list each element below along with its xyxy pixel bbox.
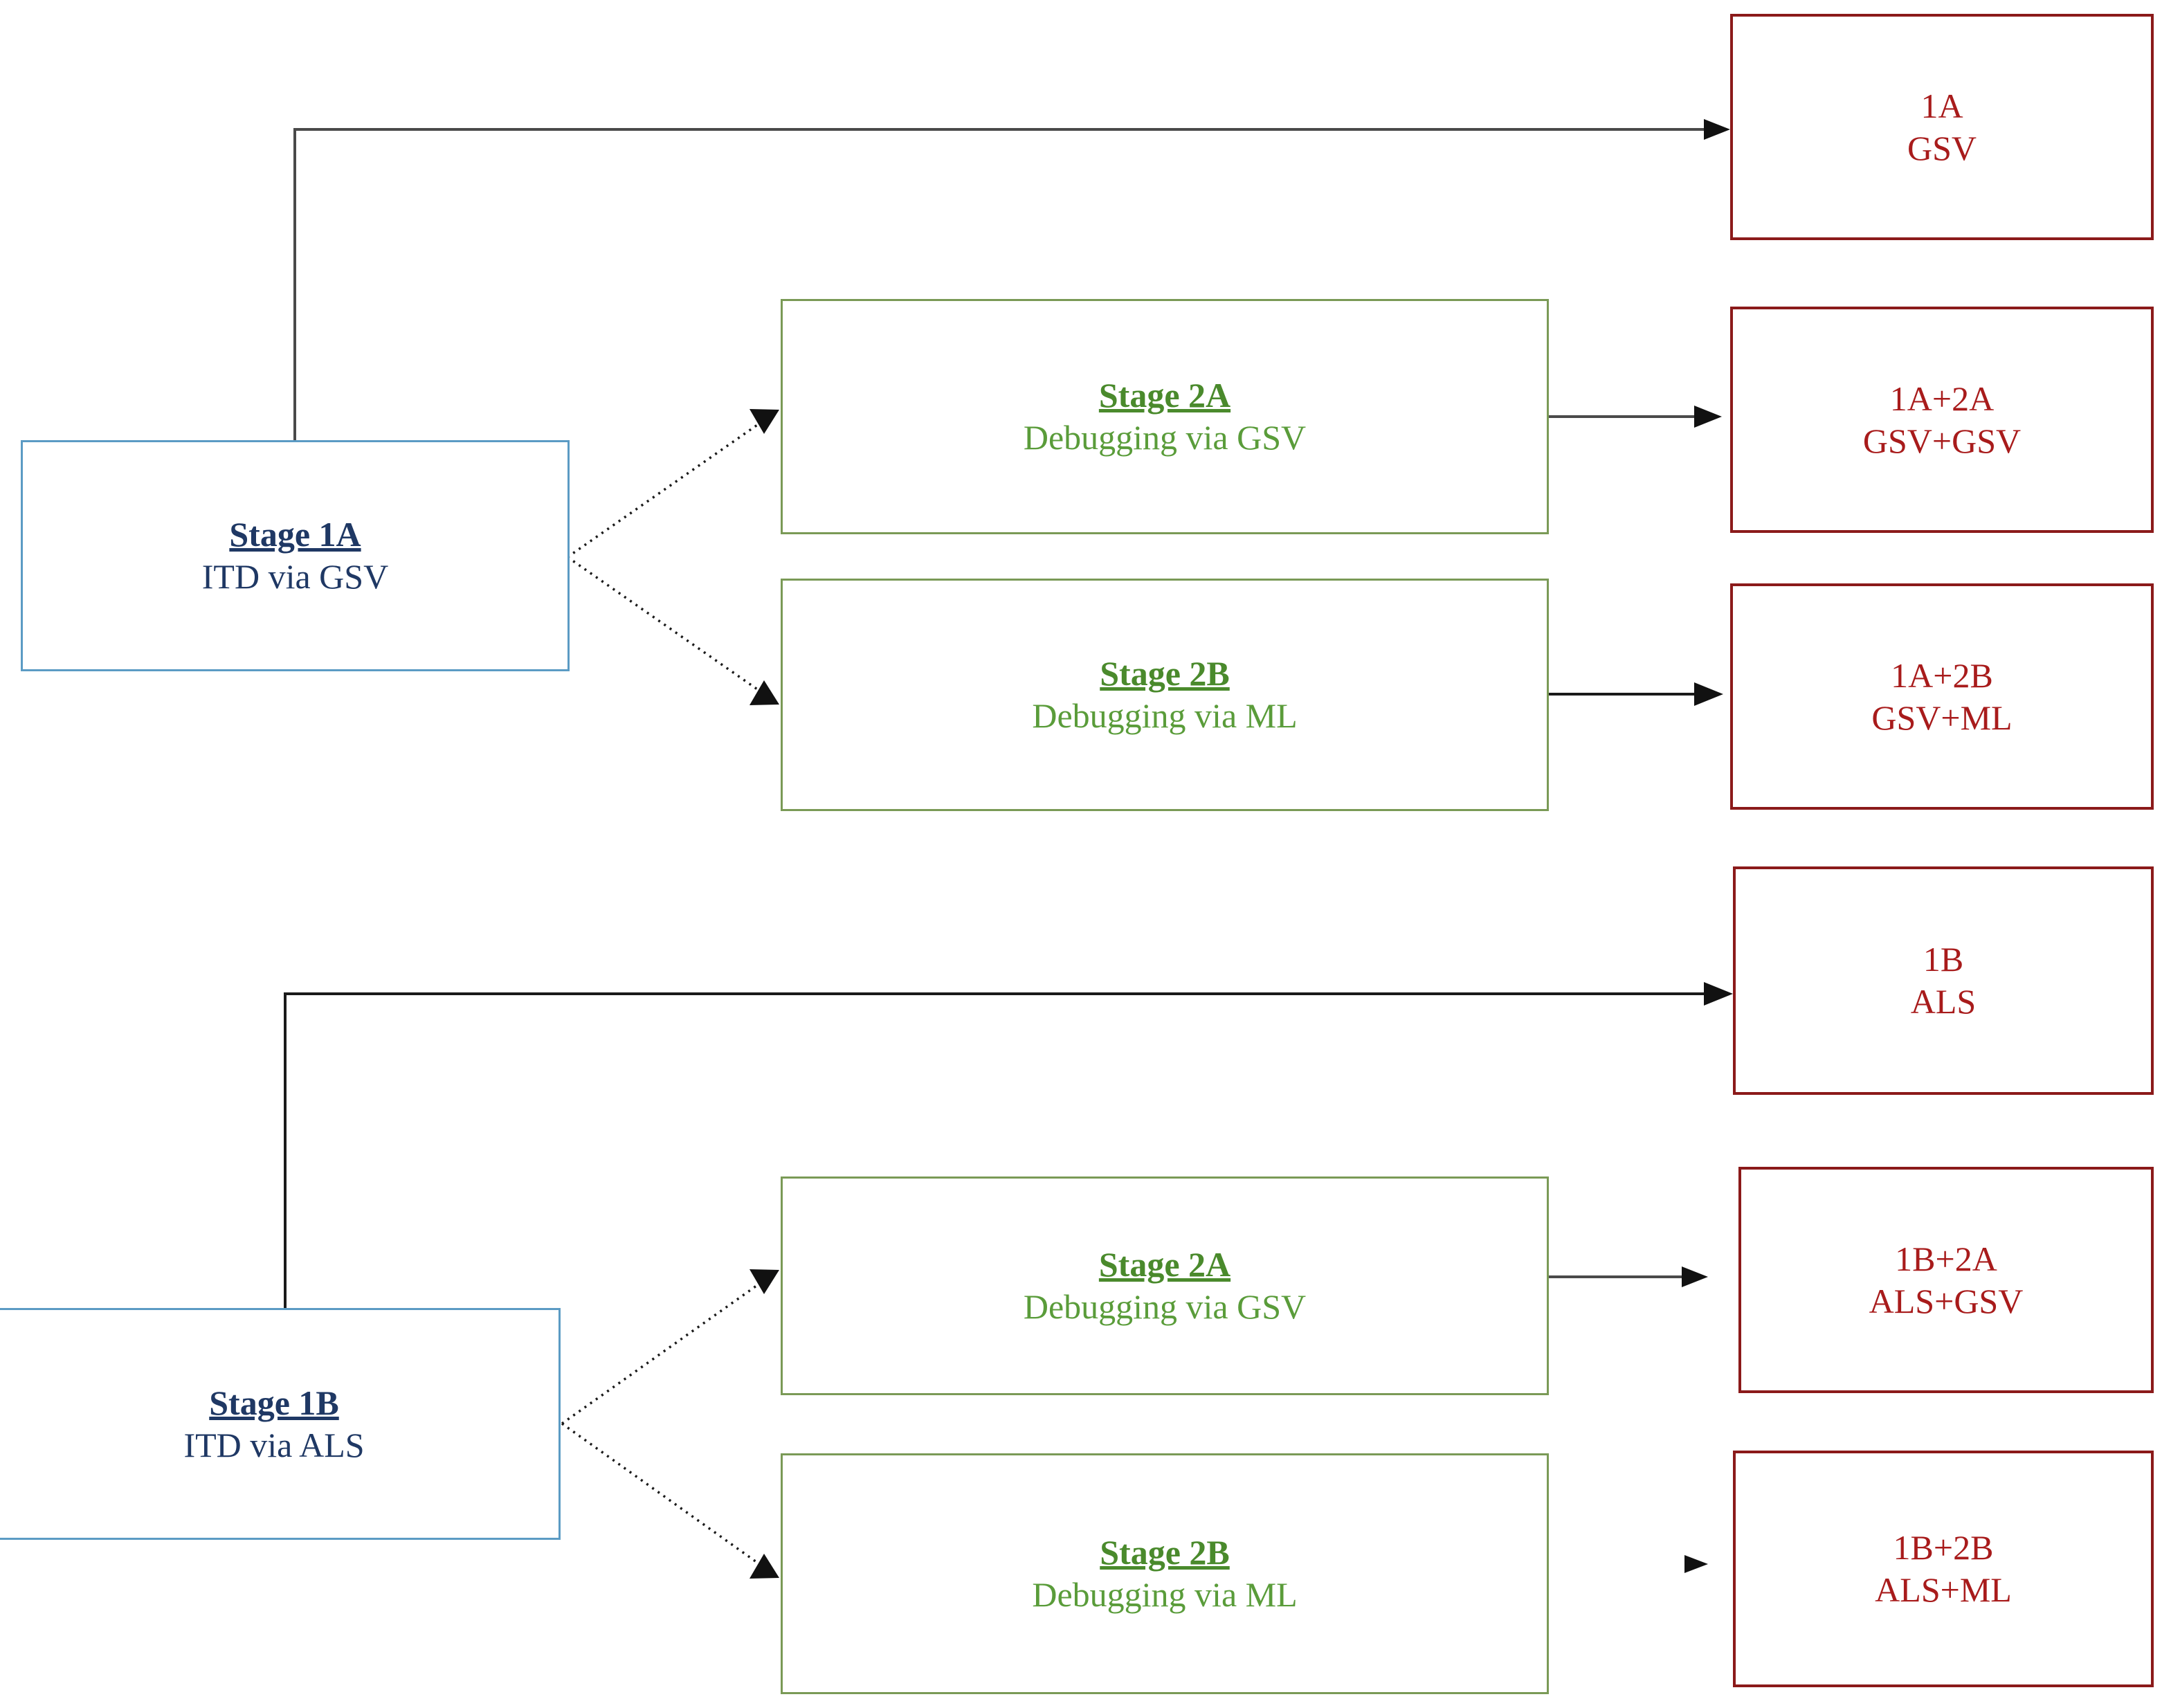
arrow-head-1a2a: [1694, 406, 1722, 428]
outcome-node-1a-2b[interactable]: 1A+2B GSV+ML: [1730, 583, 2154, 810]
stage-2a-top-title: Stage 2A: [1098, 376, 1231, 415]
outcome-1b-2a-line1: 1B+2A: [1895, 1239, 1997, 1278]
debug-node-stage-2a-bottom[interactable]: Stage 2A Debugging via GSV: [781, 1176, 1549, 1395]
outcome-1b-2b-line2: ALS+ML: [1875, 1570, 2012, 1609]
stage-1a-subtitle: ITD via GSV: [201, 557, 389, 596]
outcome-1b-2a-line2: ALS+GSV: [1869, 1281, 2024, 1320]
outcome-1b-line1: 1B: [1923, 940, 1964, 979]
stage-2a-top-subtitle: Debugging via GSV: [1023, 418, 1307, 457]
debug-node-stage-2b-top[interactable]: Stage 2B Debugging via ML: [781, 579, 1549, 811]
debug-node-stage-2a-top[interactable]: Stage 2A Debugging via GSV: [781, 299, 1549, 534]
stage-2b-bottom-subtitle: Debugging via ML: [1032, 1575, 1298, 1614]
arrow-head-stage2b-top: [750, 680, 779, 705]
arrow-head-stage2a-top: [750, 409, 779, 434]
debug-node-stage-2b-bottom[interactable]: Stage 2B Debugging via ML: [781, 1453, 1549, 1694]
outcome-node-1a-2a[interactable]: 1A+2A GSV+GSV: [1730, 307, 2154, 533]
stage-2b-top-subtitle: Debugging via ML: [1032, 696, 1298, 735]
arrow-head-1b2a: [1682, 1266, 1708, 1287]
stage-1b-title: Stage 1B: [209, 1383, 339, 1422]
outcome-node-1b[interactable]: 1B ALS: [1733, 866, 2154, 1095]
arrow-head-1a2b: [1694, 682, 1723, 706]
outcome-1b-2b-line1: 1B+2B: [1893, 1528, 1994, 1567]
wire-stage1a-to-stage2b: [566, 556, 763, 693]
arrow-head-1b2b: [1684, 1555, 1708, 1573]
outcome-node-1a[interactable]: 1A GSV: [1730, 14, 2154, 240]
outcome-1a-2b-line2: GSV+ML: [1871, 698, 2013, 737]
wire-stage1a-to-stage2a: [566, 421, 763, 558]
outcome-node-1b-2a[interactable]: 1B+2A ALS+GSV: [1738, 1167, 2154, 1393]
outcome-1b-line2: ALS: [1910, 982, 1977, 1021]
stage-2b-bottom-title: Stage 2B: [1100, 1533, 1230, 1572]
stage-node-1a[interactable]: Stage 1A ITD via GSV: [21, 440, 570, 671]
outcome-1a-line2: GSV: [1907, 128, 1977, 167]
arrow-head-1b: [1704, 982, 1733, 1006]
stage-1b-subtitle: ITD via ALS: [183, 1425, 365, 1464]
outcome-1a-2a-line2: GSV+GSV: [1862, 421, 2022, 460]
outcome-1a-line1: 1A: [1920, 86, 1963, 125]
outcome-1a-2a-line1: 1A+2A: [1889, 379, 1995, 418]
stage-1a-title: Stage 1A: [229, 515, 361, 554]
stage-2a-bottom-subtitle: Debugging via GSV: [1023, 1287, 1307, 1326]
arrow-head-stage2a-bottom: [750, 1269, 779, 1294]
stage-node-1b[interactable]: Stage 1B ITD via ALS: [0, 1308, 561, 1540]
outcome-1a-2b-line1: 1A+2B: [1891, 655, 1993, 695]
outcome-node-1b-2b[interactable]: 1B+2B ALS+ML: [1733, 1451, 2154, 1687]
arrow-head-1a: [1704, 119, 1730, 140]
wire-stage1b-to-stage2b: [561, 1422, 763, 1567]
wire-stage1b-to-stage2a: [561, 1281, 763, 1425]
stage-2b-top-title: Stage 2B: [1100, 654, 1230, 693]
stage-2a-bottom-title: Stage 2A: [1098, 1245, 1231, 1284]
arrow-head-stage2b-bottom: [750, 1554, 779, 1579]
